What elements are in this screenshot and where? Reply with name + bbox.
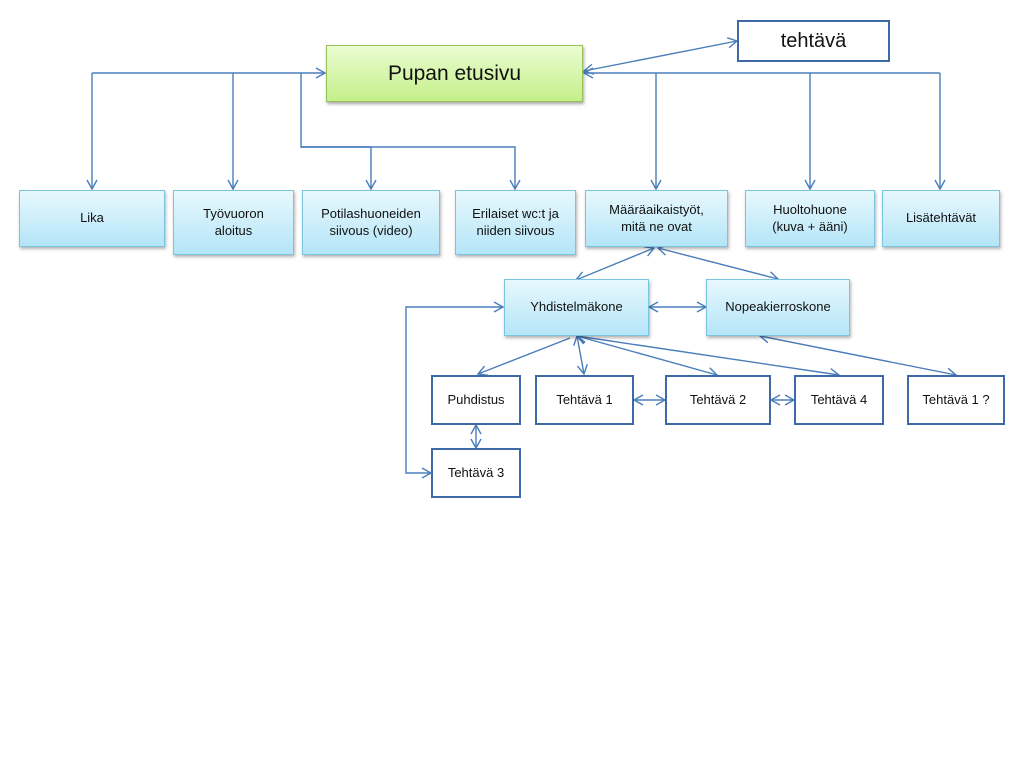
tehtava-1-question-node[interactable]: Tehtävä 1 ? xyxy=(907,375,1005,425)
potilashuoneiden-siivous-node[interactable]: Potilashuoneiden siivous (video) xyxy=(302,190,440,255)
tehtava-3-node[interactable]: Tehtävä 3 xyxy=(431,448,521,498)
tehtava-1-label: Tehtävä 1 xyxy=(556,391,613,407)
tyovuoron-aloitus-node[interactable]: Työvuoron aloitus xyxy=(173,190,294,255)
connector-maaraaikaistyot-nopeakierroskone xyxy=(656,244,780,283)
task-top-label: tehtävä xyxy=(780,30,847,52)
tehtava-1-node[interactable]: Tehtävä 1 xyxy=(535,375,634,425)
lika-node[interactable]: Lika xyxy=(19,190,165,247)
nopeakierroskone-label: Nopeakierroskone xyxy=(725,299,831,315)
task-node-top[interactable]: tehtävä xyxy=(737,20,890,62)
connector-main-task xyxy=(582,37,739,75)
yhdistelmakone-label: Yhdistelmäkone xyxy=(530,299,623,315)
connector-maaraaikaistyot-yhdistelmakone xyxy=(574,246,656,282)
connector-yhdistelmakone-tehtava-4 xyxy=(575,331,841,380)
nopeakierroskone-node[interactable]: Nopeakierroskone xyxy=(706,279,850,336)
tyovuoron-aloitus-label: Työvuoron aloitus xyxy=(203,205,264,238)
tehtava-2-node[interactable]: Tehtävä 2 xyxy=(665,375,771,425)
huoltohuone-label: Huoltohuone (kuva + ääni) xyxy=(772,201,848,234)
yhdistelmakone-node[interactable]: Yhdistelmäkone xyxy=(504,279,649,336)
lisatehtavat-label: Lisätehtävät xyxy=(905,210,977,226)
huoltohuone-node[interactable]: Huoltohuone (kuva + ääni) xyxy=(745,190,875,247)
connector-tehtava-3-yhdistelmakone xyxy=(405,301,505,479)
tehtava-4-node[interactable]: Tehtävä 4 xyxy=(794,375,884,425)
connector-yhdistelmakone-tehtava-2 xyxy=(575,332,719,379)
lika-label: Lika xyxy=(80,210,104,226)
erilaiset-wct-node[interactable]: Erilaiset wc:t ja niiden siivous xyxy=(455,190,576,255)
tehtava-4-label: Tehtävä 4 xyxy=(810,391,868,407)
lisatehtavat-node[interactable]: Lisätehtävät xyxy=(882,190,1000,247)
connector-yhdistelmakone-puhdistus xyxy=(476,337,571,377)
connector-nopeakierroskone-tehtava-1-q xyxy=(758,332,958,379)
maaraaikaistyot-label: Määräaikaistyöt, mitä ne ovat xyxy=(609,201,704,234)
potilashuoneiden-siivous-label: Potilashuoneiden siivous (video) xyxy=(321,205,421,238)
tehtava-2-label: Tehtävä 2 xyxy=(689,391,747,407)
puhdistus-label: Puhdistus xyxy=(447,391,505,407)
erilaiset-wct-label: Erilaiset wc:t ja niiden siivous xyxy=(472,205,559,238)
connector-to-erilaiset-wct xyxy=(301,146,521,191)
puhdistus-node[interactable]: Puhdistus xyxy=(431,375,521,425)
tehtava-1-question-label: Tehtävä 1 ? xyxy=(922,391,990,407)
maaraaikaistyot-node[interactable]: Määräaikaistyöt, mitä ne ovat xyxy=(585,190,728,247)
main-page-label: Pupan etusivu xyxy=(387,61,522,85)
main-page-node[interactable]: Pupan etusivu xyxy=(326,45,583,102)
tehtava-3-label: Tehtävä 3 xyxy=(447,464,505,480)
connector-yhdistelmakone-tehtava-1 xyxy=(573,334,588,376)
